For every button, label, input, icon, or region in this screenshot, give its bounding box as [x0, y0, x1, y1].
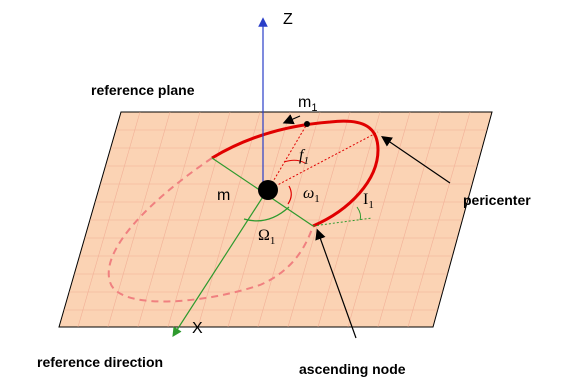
x-axis-label: X	[192, 320, 203, 337]
orbit-above-plane	[211, 119, 380, 228]
reference-plane	[58, 111, 493, 328]
inclination-reference-line	[312, 217, 373, 227]
pericenter-label: pericenter	[463, 192, 531, 208]
arg-pericenter-label: ω1	[303, 185, 320, 205]
orbit-below-plane	[107, 157, 314, 303]
central-mass-label: m	[217, 187, 230, 204]
x-axis	[172, 191, 267, 338]
inclination-label: I1	[363, 191, 374, 211]
radius-to-m1	[267, 123, 308, 191]
apsis-line	[267, 131, 379, 191]
ascending-node-label: ascending node	[299, 361, 406, 377]
orbiting-mass-label: m1	[298, 94, 317, 114]
central-mass-dot	[258, 180, 278, 200]
orbiting-mass-dot	[304, 121, 310, 127]
plane-grid	[59, 112, 492, 327]
z-axis-label: Z	[283, 11, 293, 28]
velocity-arrow	[282, 114, 301, 125]
true-anomaly-arc	[283, 159, 306, 164]
reference-direction-label: reference direction	[37, 354, 163, 370]
inclination-arc	[356, 206, 362, 221]
pericenter-pointer	[381, 135, 451, 184]
true-anomaly-label: f1	[299, 147, 309, 167]
long-node-label: Ω1	[258, 227, 275, 247]
ascending-node-pointer	[315, 228, 357, 339]
arg-pericenter-arc	[287, 185, 292, 205]
reference-plane-label: reference plane	[91, 82, 195, 98]
long-node-arc	[243, 206, 290, 222]
